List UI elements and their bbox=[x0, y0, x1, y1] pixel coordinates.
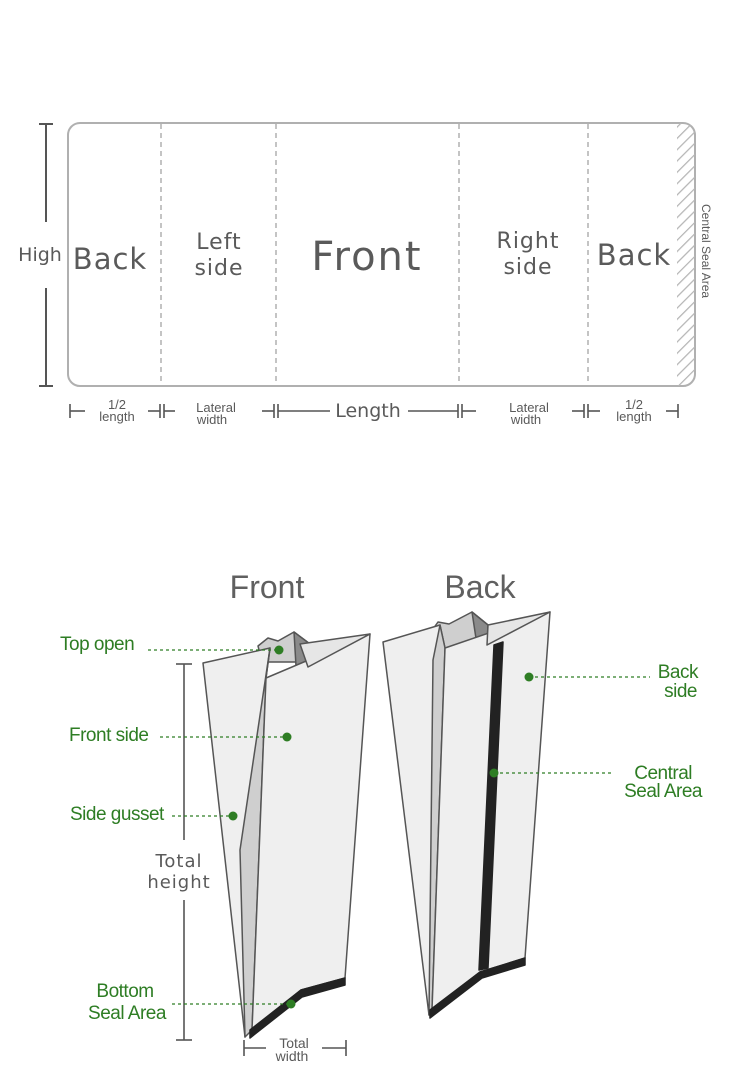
dim-lateral-width-right-1: Lateral bbox=[509, 400, 549, 415]
callout-leaders bbox=[148, 649, 650, 1005]
back-bag bbox=[382, 611, 551, 1019]
label-top-open: Top open bbox=[60, 634, 134, 655]
front-title: Front bbox=[230, 569, 305, 605]
dim-lateral-width-right-2: width bbox=[510, 412, 541, 427]
dim-half-length-right-1: 1/2 bbox=[625, 397, 643, 412]
panel-back-right: Back bbox=[597, 238, 671, 272]
high-label: High bbox=[18, 244, 62, 266]
total-width-label-1: Total bbox=[279, 1035, 309, 1051]
panel-right-side-line2: side bbox=[503, 255, 552, 280]
flat-layout: Back Left side Front Right side Back Hig… bbox=[18, 122, 713, 427]
central-seal-hatch bbox=[677, 123, 695, 386]
panel-back-left: Back bbox=[73, 242, 147, 276]
dim-lateral-width-left-1: Lateral bbox=[196, 400, 236, 415]
fold-lines bbox=[160, 124, 589, 385]
panel-left-side-line2: side bbox=[194, 256, 243, 281]
dim-half-length-right-2: length bbox=[616, 409, 651, 424]
width-dimension-line bbox=[69, 404, 679, 418]
panel-right-side-line1: Right bbox=[497, 229, 560, 254]
total-height-label-2: height bbox=[147, 872, 210, 893]
label-side-gusset: Side gusset bbox=[70, 804, 165, 825]
dim-length: Length bbox=[335, 400, 401, 422]
total-height-label-1: Total bbox=[154, 851, 202, 872]
dim-lateral-width-left-2: width bbox=[196, 412, 227, 427]
back-title: Back bbox=[444, 569, 516, 605]
central-seal-label: Central Seal Area bbox=[699, 204, 713, 298]
total-width-label-2: width bbox=[275, 1048, 309, 1064]
panel-left-side-line1: Left bbox=[196, 230, 241, 255]
front-bag bbox=[202, 631, 371, 1039]
total-width-dimension bbox=[243, 1040, 347, 1056]
dim-half-length-left-2: length bbox=[99, 409, 134, 424]
label-bottom-seal-1: Bottom bbox=[96, 981, 153, 1002]
label-back-side-2: side bbox=[664, 681, 697, 702]
panel-front: Front bbox=[311, 234, 422, 280]
total-height-dimension bbox=[176, 663, 192, 1041]
label-bottom-seal-2: Seal Area bbox=[88, 1003, 167, 1024]
callout-dots bbox=[228, 645, 534, 1009]
label-central-seal-1: Central bbox=[634, 763, 692, 784]
label-back-side-1: Back bbox=[658, 662, 699, 683]
high-dimension bbox=[39, 123, 53, 387]
label-front-side: Front side bbox=[69, 725, 148, 746]
dim-half-length-left-1: 1/2 bbox=[108, 397, 126, 412]
label-central-seal-2: Seal Area bbox=[624, 781, 703, 802]
